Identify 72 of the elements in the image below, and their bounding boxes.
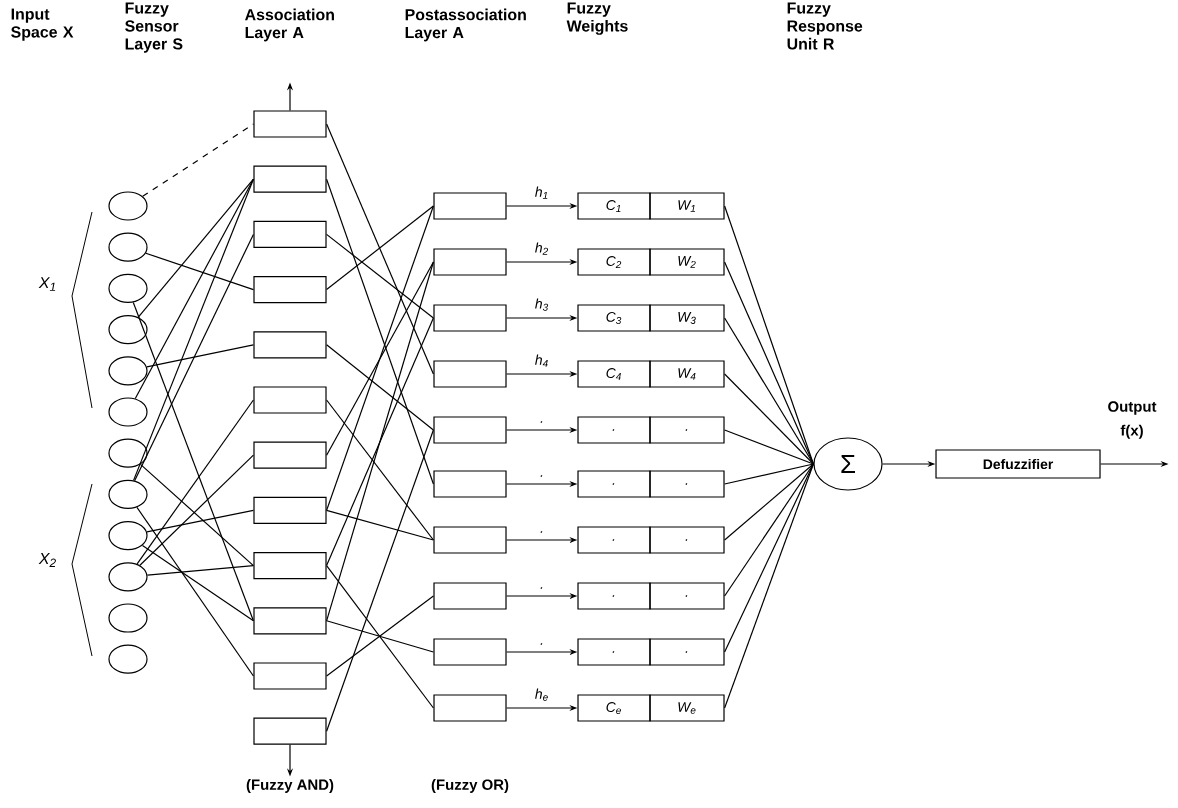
postassociation-box — [433, 526, 507, 554]
connection-line — [724, 463, 814, 485]
connection-line — [134, 178, 254, 400]
sensor-circle — [108, 644, 148, 674]
association-box — [253, 165, 327, 193]
connection-line — [142, 123, 254, 197]
connection-line — [326, 509, 434, 541]
postassociation-box — [433, 582, 507, 610]
connection-line — [326, 205, 434, 291]
connection-line — [145, 252, 254, 291]
association-box — [253, 110, 327, 138]
association-box — [253, 607, 327, 635]
postassociation-box — [433, 192, 507, 220]
postassociation-box — [433, 416, 507, 444]
sensor-circle — [108, 479, 148, 509]
connection-line — [724, 463, 814, 653]
association-box — [253, 331, 327, 359]
connection-line — [136, 506, 254, 677]
association-box — [253, 496, 327, 524]
connection-line — [141, 544, 254, 622]
connection-line — [134, 233, 254, 482]
connection-line — [724, 205, 814, 465]
connection-line — [326, 205, 434, 511]
association-box — [253, 276, 327, 304]
sensor-circle — [108, 603, 148, 633]
connection-line — [724, 317, 814, 465]
association-box — [253, 717, 327, 745]
sensor-circle — [108, 562, 148, 592]
association-box — [253, 662, 327, 690]
connection-line — [326, 233, 434, 319]
connection-line — [326, 317, 434, 567]
connection-line — [132, 301, 254, 622]
association-box — [253, 386, 327, 414]
postassociation-box — [433, 304, 507, 332]
sensor-circle — [108, 191, 148, 221]
sensor-circle — [108, 438, 148, 468]
connection-line — [137, 178, 254, 318]
connection-line — [724, 373, 814, 465]
connection-line — [146, 344, 254, 368]
connection-line — [724, 463, 814, 541]
connection-line — [326, 429, 434, 732]
connection-line — [132, 178, 254, 481]
connection-line — [326, 178, 434, 485]
sensor-circle — [108, 315, 148, 345]
postassociation-box — [433, 638, 507, 666]
connection-line — [326, 620, 434, 653]
sensor-circle — [108, 397, 148, 427]
connection-line — [136, 399, 254, 565]
connection-line — [724, 463, 814, 597]
connection-line — [326, 261, 434, 622]
postassociation-box — [433, 248, 507, 276]
sensor-circle — [108, 356, 148, 386]
association-box — [253, 552, 327, 580]
connection-line — [326, 261, 434, 456]
postassociation-box — [433, 694, 507, 722]
sensor-circle — [108, 273, 148, 303]
connection-line — [146, 509, 254, 533]
sensor-circle — [108, 521, 148, 551]
postassociation-box — [433, 470, 507, 498]
association-box — [253, 220, 327, 248]
connection-line — [326, 399, 434, 541]
connection-line — [326, 565, 434, 709]
postassociation-box — [433, 360, 507, 388]
sensor-circle — [108, 232, 148, 262]
connection-line — [724, 429, 814, 465]
connection-line — [326, 344, 434, 431]
connection-line — [724, 261, 814, 465]
connection-line — [326, 595, 434, 677]
connection-line — [146, 565, 254, 576]
connection-line — [326, 123, 434, 375]
connection-line — [724, 463, 814, 709]
association-box — [253, 441, 327, 469]
